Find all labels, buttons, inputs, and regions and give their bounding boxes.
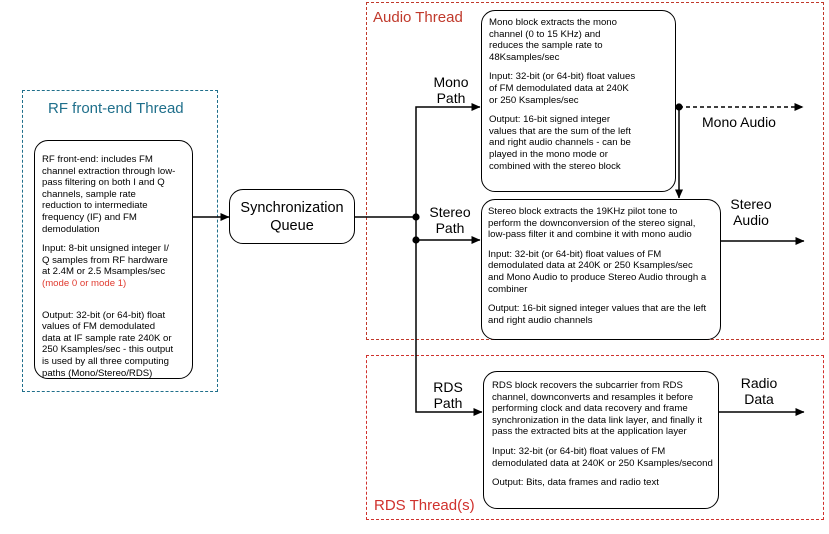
junction-dot <box>675 103 683 111</box>
rf-frontend-block <box>34 140 193 379</box>
rds-input: Input: 32-bit (or 64-bit) float values o… <box>492 445 713 469</box>
rds-block-text: RDS block recovers the subcarrier from R… <box>492 380 720 489</box>
radio-data-output-label: Radio Data <box>740 375 778 407</box>
stereo-audio-output-label: Stereo Audio <box>730 196 772 228</box>
mono-block-text: Mono block extracts the mono channel (0 … <box>489 17 675 172</box>
junction-dot <box>412 213 420 221</box>
mono-path-arrow <box>415 103 481 217</box>
rds-block <box>483 371 719 509</box>
mono-audio-output-label: Mono Audio <box>702 114 776 130</box>
rf-input: Input: 8-bit unsigned integer I/ Q sampl… <box>42 243 169 278</box>
rf-description: RF front-end: includes FM channel extrac… <box>42 154 176 235</box>
mono-path-label: Mono Path <box>433 74 469 106</box>
stereo-description: Stereo block extracts the 19KHz pilot to… <box>488 206 696 241</box>
rds-path-arrow <box>415 240 483 416</box>
synchronization-queue-block <box>229 189 355 244</box>
rf-thread-frame <box>22 90 218 392</box>
synchronization-queue-label: Synchronization Queue <box>240 200 344 234</box>
stereo-block <box>481 199 721 340</box>
rf-thread-title: RF front-end Thread <box>48 100 184 117</box>
mono-block <box>481 10 676 192</box>
rds-thread-frame <box>366 355 824 520</box>
audio-thread-title: Audio Thread <box>373 9 463 26</box>
stereo-output: Output: 16-bit signed integer values tha… <box>488 303 707 326</box>
rf-frontend-text: RF front-end: includes FM channel extrac… <box>42 154 192 379</box>
stereo-block-text: Stereo block extracts the 19KHz pilot to… <box>488 206 720 326</box>
rds-thread-title: RDS Thread(s) <box>374 497 475 514</box>
mono-input: Input: 32-bit (or 64-bit) float values o… <box>489 71 636 106</box>
rds-description: RDS block recovers the subcarrier from R… <box>492 380 703 438</box>
mono-output: Output: 16-bit signed integer values tha… <box>489 114 631 172</box>
rds-output: Output: Bits, data frames and radio text <box>492 477 659 489</box>
rf-input-group: Input: 8-bit unsigned integer I/ Q sampl… <box>42 243 192 289</box>
rf-output: Output: 32-bit (or 64-bit) float values … <box>42 309 174 379</box>
rds-path-label: RDS Path <box>433 379 463 411</box>
stereo-path-label: Stereo Path <box>429 204 471 236</box>
mono-description: Mono block extracts the mono channel (0 … <box>489 17 617 63</box>
rf-input-note: (mode 0 or mode 1) <box>42 277 127 289</box>
junction-dot <box>412 236 420 244</box>
stereo-input: Input: 32-bit (or 64-bit) float values o… <box>488 248 707 295</box>
